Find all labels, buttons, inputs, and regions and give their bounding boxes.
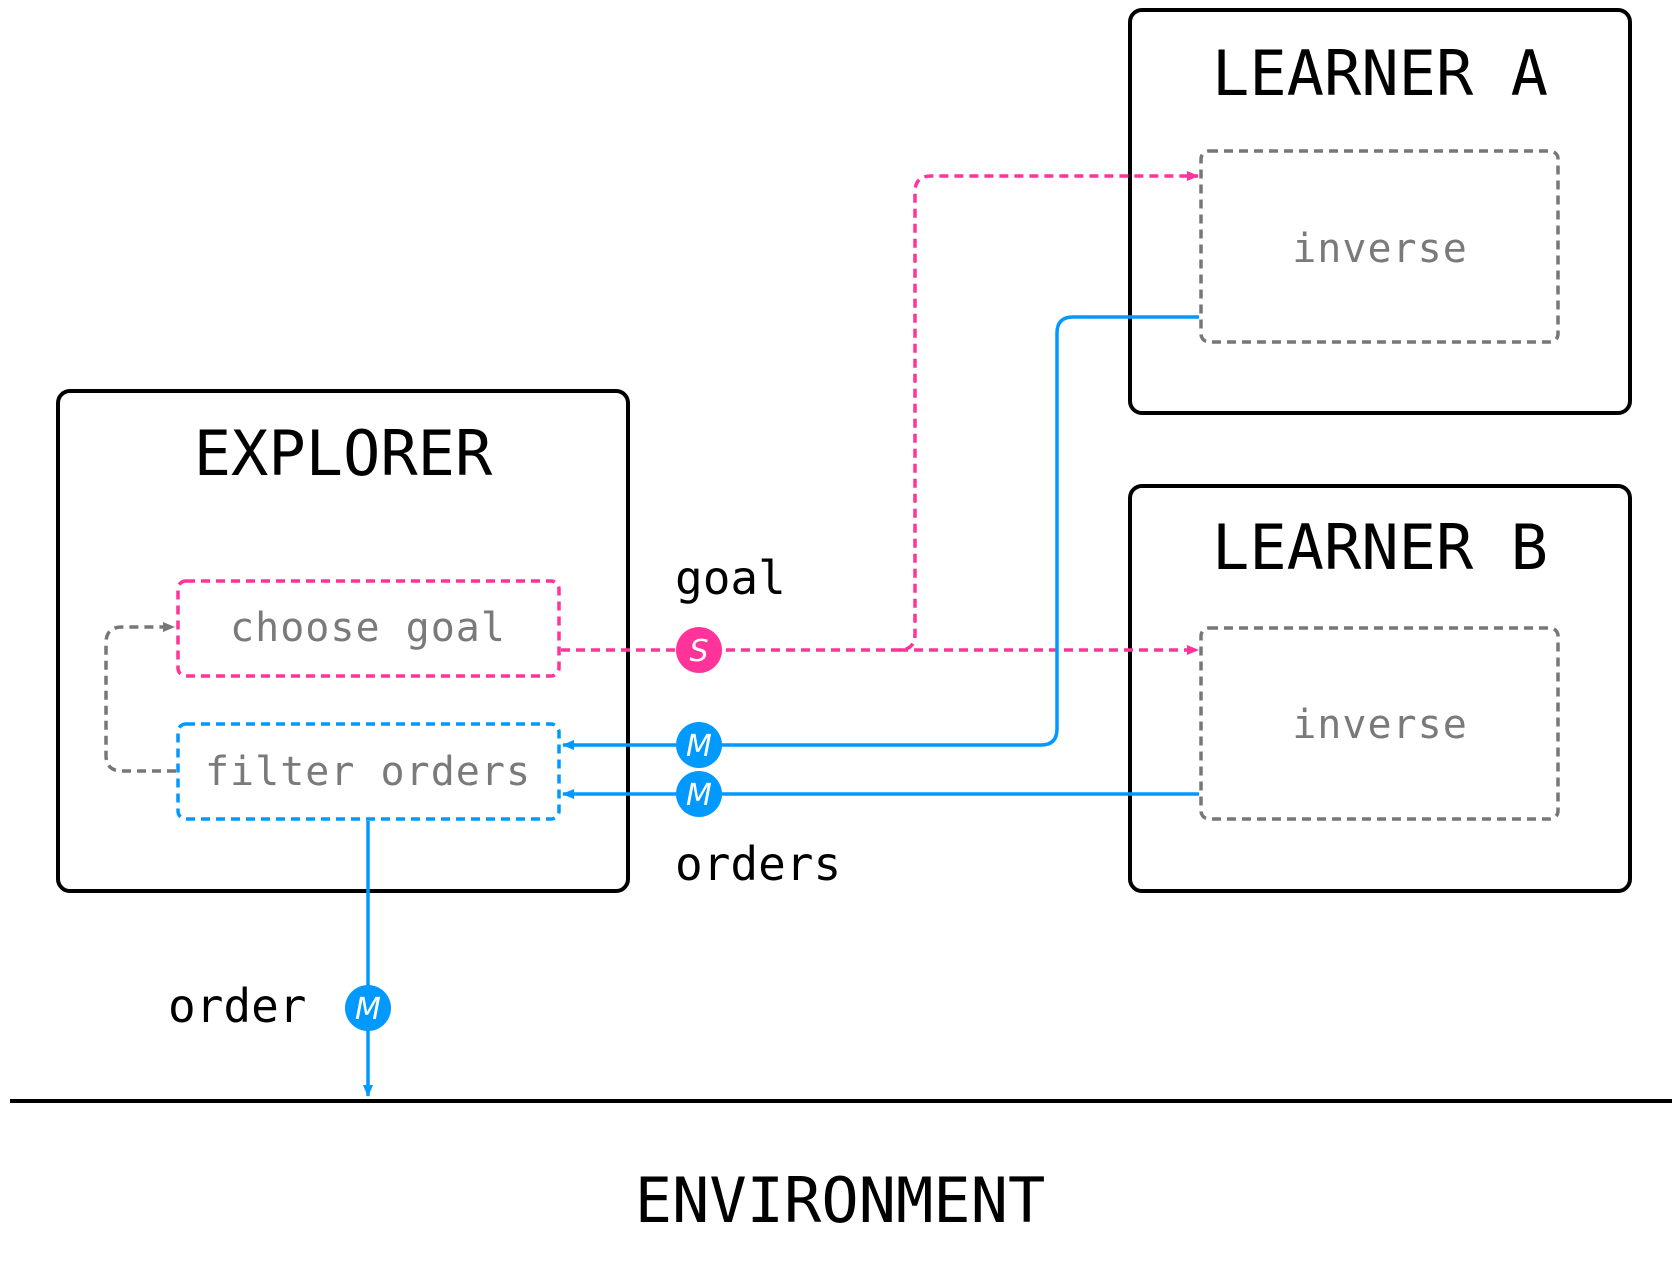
learner-b-title: LEARNER B xyxy=(1212,511,1548,584)
orders-edge-from-learner-a xyxy=(562,315,1199,750)
learner-a-inverse-box: inverse xyxy=(1199,149,1560,344)
filter-orders-box: filter orders xyxy=(176,722,561,821)
goal-edge-to-learner-a xyxy=(561,171,1199,652)
order-label: order xyxy=(168,979,306,1033)
explorer-box: EXPLORER xyxy=(56,389,630,893)
internal-feedback-arrow xyxy=(104,622,176,773)
orders-label: orders xyxy=(675,837,841,891)
filter-orders-label: filter orders xyxy=(205,749,531,795)
goal-badge: S xyxy=(676,627,722,673)
svg-text:M: M xyxy=(686,778,712,813)
learner-b-inverse-label: inverse xyxy=(1292,702,1468,748)
svg-text:M: M xyxy=(355,992,381,1027)
learner-b-inverse-box: inverse xyxy=(1199,626,1560,821)
goal-label: goal xyxy=(675,551,786,605)
learner-a-box: LEARNER A xyxy=(1128,8,1632,415)
choose-goal-box: choose goal xyxy=(176,579,561,678)
orders-badge-2: M xyxy=(676,771,722,817)
orders-badge-1: M xyxy=(676,722,722,768)
svg-text:M: M xyxy=(686,729,712,764)
learner-a-title: LEARNER A xyxy=(1212,37,1548,110)
learner-a-inverse-label: inverse xyxy=(1292,226,1468,272)
order-badge: M xyxy=(345,985,391,1031)
environment-label: ENVIRONMENT xyxy=(635,1164,1046,1237)
explorer-title: EXPLORER xyxy=(194,417,493,490)
learner-b-box: LEARNER B xyxy=(1128,484,1632,893)
choose-goal-label: choose goal xyxy=(230,605,506,651)
svg-text:S: S xyxy=(689,634,708,669)
